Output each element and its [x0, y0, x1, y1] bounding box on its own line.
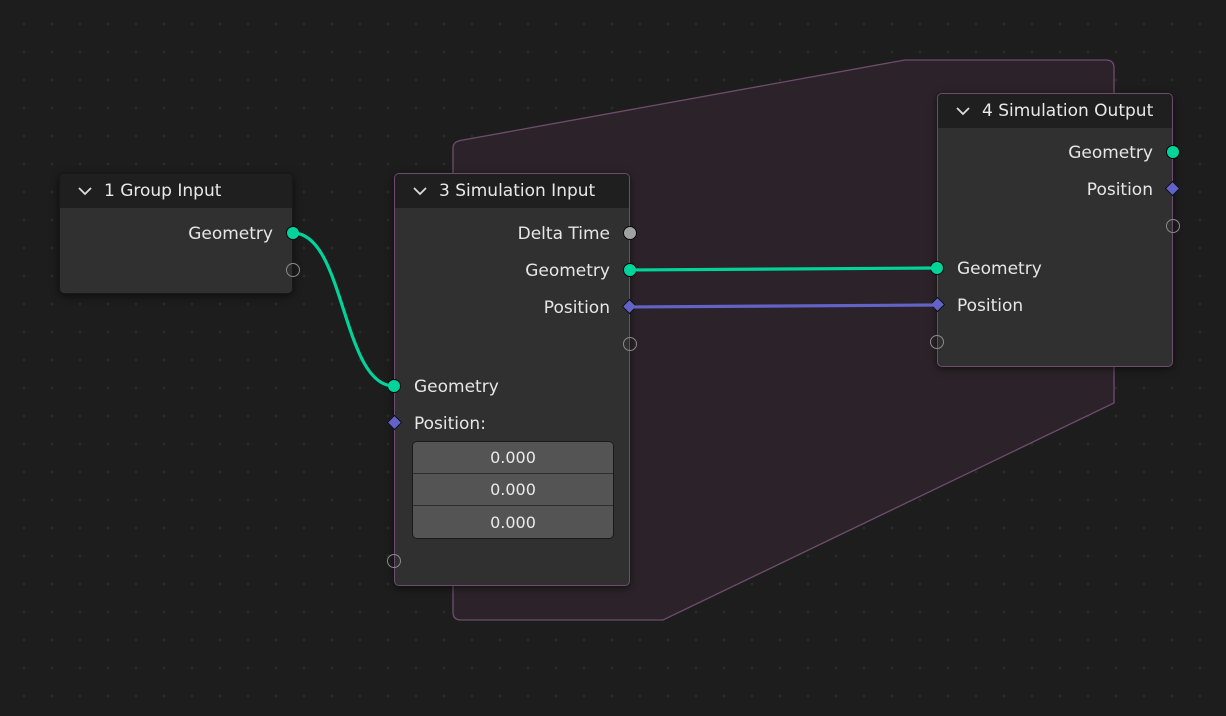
position-x-field[interactable]: 0.000 [413, 442, 613, 474]
geometry-output: Geometry [938, 134, 1180, 171]
position-vector-fields: 0.000 0.000 0.000 [412, 441, 614, 539]
position-output: Position [395, 289, 638, 326]
position-y-field[interactable]: 0.000 [413, 474, 613, 506]
empty-socket[interactable] [623, 337, 637, 351]
delta-time-output: Delta Time [395, 215, 637, 252]
geometry-socket[interactable] [387, 379, 401, 393]
simulation-output-header[interactable]: 4 Simulation Output [938, 94, 1172, 128]
geometry-socket[interactable] [930, 261, 944, 275]
socket-label: Geometry [957, 258, 1042, 279]
extend-output [395, 326, 637, 363]
group-input-title: 1 Group Input [104, 181, 222, 201]
simulation-output-title: 4 Simulation Output [982, 101, 1154, 121]
position-input: Position: [386, 405, 629, 442]
float-socket[interactable] [623, 226, 637, 240]
geometry-input: Geometry [387, 368, 629, 405]
position-output: Position [938, 171, 1181, 208]
socket-label: Geometry [188, 223, 273, 244]
group-input-geometry-output: Geometry [60, 215, 300, 252]
socket-label: Delta Time [517, 223, 610, 244]
extend-input [930, 324, 1172, 361]
extend-input [387, 543, 629, 580]
empty-socket[interactable] [286, 263, 300, 277]
socket-label: Position: [414, 413, 486, 434]
socket-label: Geometry [1068, 142, 1153, 163]
geometry-input: Geometry [930, 250, 1172, 287]
geometry-socket[interactable] [286, 226, 300, 240]
extend-output [938, 208, 1180, 245]
geometry-socket[interactable] [1166, 145, 1180, 159]
geometry-output: Geometry [395, 252, 637, 289]
socket-label: Geometry [525, 260, 610, 281]
group-input-node[interactable]: 1 Group Input Geometry [59, 173, 300, 294]
chevron-down-icon[interactable] [76, 182, 94, 200]
geometry-socket[interactable] [623, 263, 637, 277]
socket-label: Position [1086, 179, 1153, 200]
simulation-input-node[interactable]: 3 Simulation Input Delta Time Geometry P… [386, 173, 638, 586]
socket-label: Position [957, 295, 1024, 316]
simulation-input-title: 3 Simulation Input [439, 181, 596, 201]
empty-socket[interactable] [387, 554, 401, 568]
simulation-input-header[interactable]: 3 Simulation Input [395, 174, 629, 208]
simulation-output-node[interactable]: 4 Simulation Output Geometry Position Ge… [929, 93, 1181, 367]
group-input-extend-output [60, 252, 300, 289]
chevron-down-icon[interactable] [411, 182, 429, 200]
position-z-field[interactable]: 0.000 [413, 506, 613, 538]
socket-label: Position [543, 297, 610, 318]
chevron-down-icon[interactable] [954, 102, 972, 120]
empty-socket[interactable] [930, 335, 944, 349]
empty-socket[interactable] [1166, 219, 1180, 233]
group-input-header[interactable]: 1 Group Input [60, 174, 292, 208]
position-input: Position [929, 287, 1172, 324]
socket-label: Geometry [414, 376, 499, 397]
